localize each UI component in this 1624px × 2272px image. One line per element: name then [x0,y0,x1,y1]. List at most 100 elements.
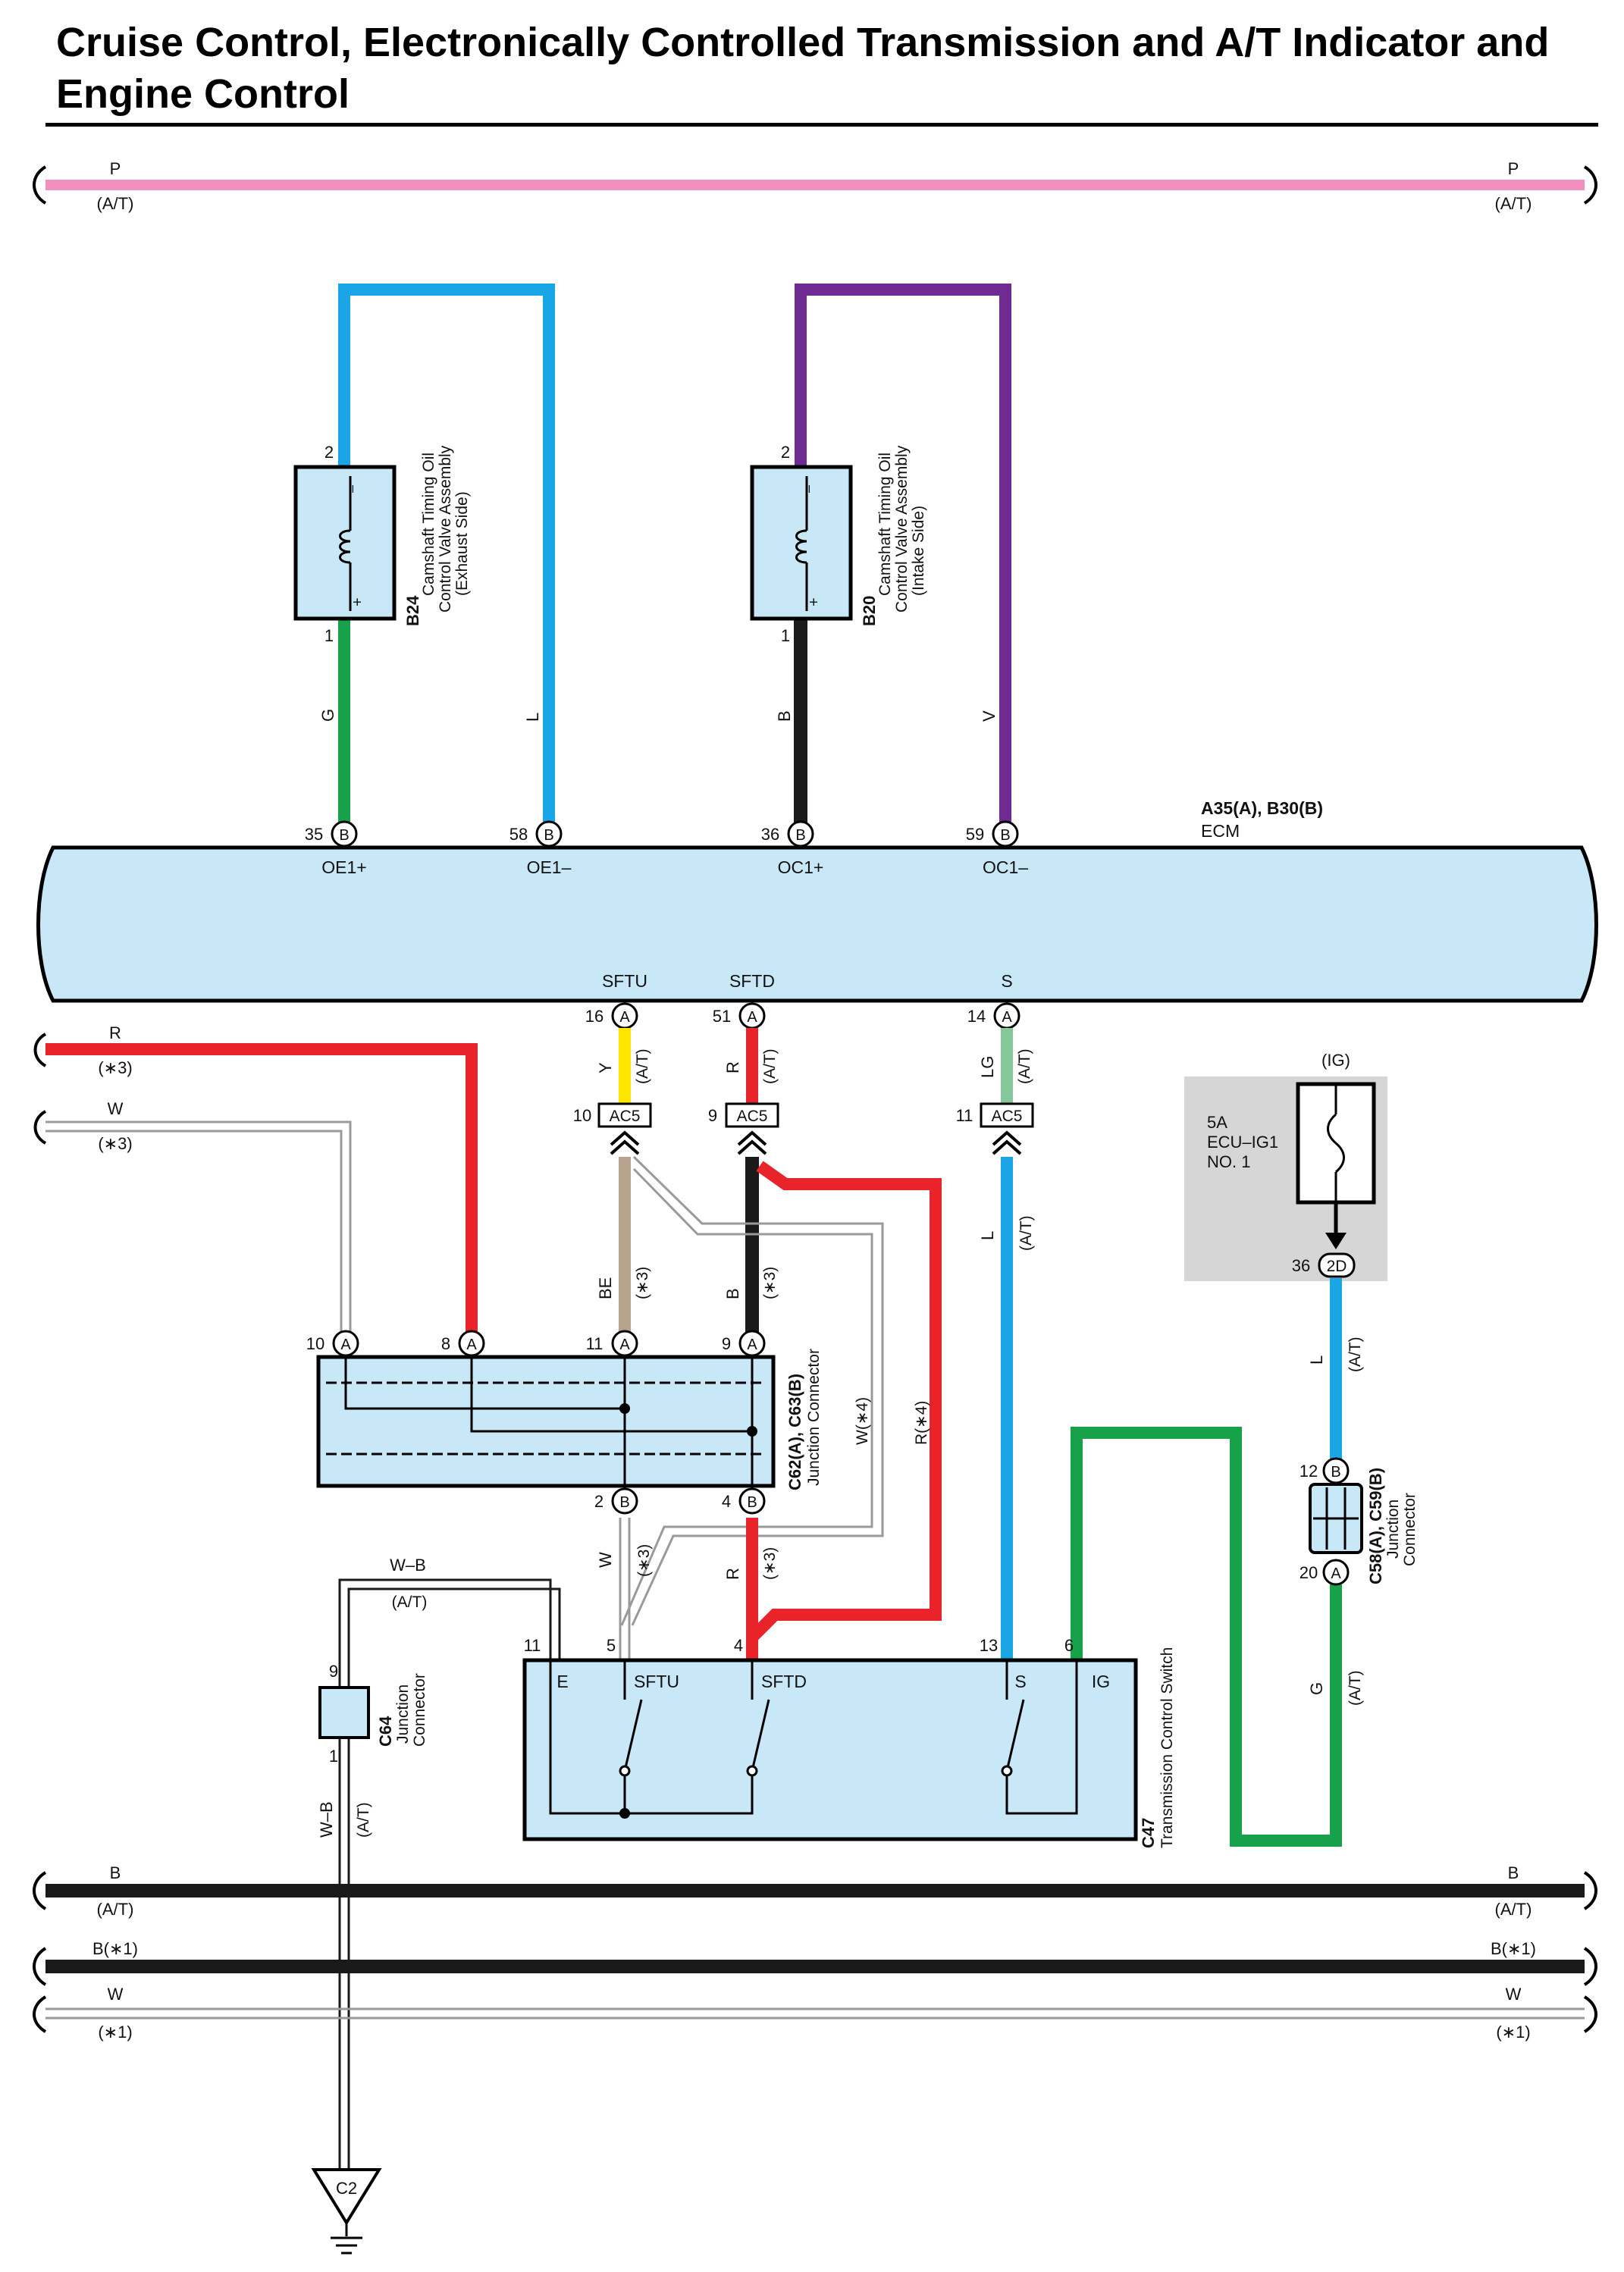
svg-text:(A/T): (A/T) [1347,1337,1364,1372]
svg-text:(∗3): (∗3) [761,1267,779,1299]
b24-wire-l-label: L [523,713,542,722]
svg-text:(A/T): (A/T) [1495,1900,1532,1919]
svg-text:10: 10 [573,1106,591,1125]
b24-plus: + [350,597,366,606]
svg-text:B: B [1508,1863,1519,1882]
svg-text:36: 36 [1292,1256,1310,1275]
svg-text:A: A [1002,1009,1012,1026]
svg-text:11: 11 [524,1636,541,1655]
ecm: A35(A), B30(B) ECM B 35 OE1+ B 58 OE1– B… [36,798,1598,1029]
fuse-icon [1327,1113,1345,1174]
junction-c62-body [316,1355,776,1488]
svg-text:S: S [1001,971,1012,991]
bus-p-right-sub: (A/T) [1495,194,1532,213]
svg-text:OC1–: OC1– [983,857,1028,877]
svg-text:E: E [556,1672,568,1691]
svg-text:35: 35 [305,825,323,844]
svg-text:(A/T): (A/T) [392,1594,428,1611]
b24-pin-top: 2 [324,443,334,462]
svg-text:W: W [596,1552,615,1568]
svg-text:(A/T): (A/T) [761,1048,779,1084]
svg-text:36: 36 [761,825,779,844]
junction-c62-name: Junction Connector [805,1349,823,1486]
svg-text:BE: BE [596,1277,615,1299]
svg-text:LG: LG [978,1056,997,1078]
svg-text:SFTD: SFTD [729,971,775,991]
b24-wire-l [338,284,555,828]
svg-text:2: 2 [594,1492,604,1511]
svg-text:Connector: Connector [411,1673,428,1747]
svg-text:59: 59 [966,825,984,844]
b20-name-3: (Intake Side) [910,506,927,596]
ecm-code: A35(A), B30(B) [1201,798,1323,818]
b24-wire-g-label: G [318,709,337,722]
junction-c62-pin-10: A 10 [306,1330,359,1357]
svg-text:(A/T): (A/T) [1347,1670,1364,1706]
ac5-11: AC5 11 [956,1102,1034,1155]
c47-switch: 11 5 4 13 6 E SFTU SFTD S IG C47 Transmi… [522,1636,1176,1848]
b24-code: B24 [403,595,422,626]
svg-text:L: L [1307,1355,1326,1365]
svg-text:(A/T): (A/T) [634,1048,651,1084]
svg-text:B: B [110,1863,121,1882]
svg-text:5A: 5A [1207,1113,1227,1132]
svg-text:16: 16 [585,1007,604,1026]
svg-text:A: A [1331,1565,1341,1582]
title-rule [45,123,1598,127]
ecm-bottom-pin-sftd: SFTD A 51 [713,971,775,1029]
b20-minus: – [801,485,816,493]
junction-c62-pin-8: A 8 [441,1330,485,1357]
switch-sftu [623,1699,643,1772]
fuse-wires: L (A/T) G (A/T) [1071,1278,1364,1847]
svg-text:A: A [747,1337,757,1353]
svg-text:4: 4 [734,1636,743,1655]
b24-minus: – [344,485,359,493]
svg-text:11: 11 [586,1334,604,1353]
junction-c62-pin-2: B 2 [594,1487,638,1515]
svg-text:10: 10 [306,1334,324,1353]
svg-text:R: R [109,1023,121,1042]
svg-text:B: B [339,827,349,844]
svg-text:51: 51 [713,1007,731,1026]
svg-text:W–B: W–B [390,1556,426,1575]
svg-text:Junction: Junction [1384,1500,1402,1559]
bus-b: B (A/T) B (A/T) [33,1863,1597,1919]
wire-w4-outer [631,1155,884,1626]
c64-junction: W–B (A/T) 9 1 C64 Junction Connector W–B… [317,1556,561,2170]
svg-text:(∗3): (∗3) [761,1547,779,1580]
svg-text:B: B [619,1494,629,1511]
bus-p-left-sub: (A/T) [97,194,134,213]
svg-text:AC5: AC5 [610,1108,641,1125]
ecm-body [36,845,1598,1003]
wire-wb-top-inner [347,1587,561,1686]
fuse-box: (IG) 5A ECU–IG1 NO. 1 2D 36 [1184,1051,1387,1281]
svg-text:(∗1): (∗1) [1496,2023,1530,2042]
svg-text:B(∗1): B(∗1) [1491,1939,1536,1958]
svg-text:13: 13 [980,1636,998,1655]
page-title: Cruise Control, Electronically Controlle… [56,20,1550,117]
switch-sftd [751,1699,770,1772]
svg-text:11: 11 [956,1106,973,1125]
ecm-top-pin-oe1m: B 58 OE1– [509,820,572,877]
svg-text:Junction: Junction [394,1684,412,1744]
ac5-connectors: AC5 10 AC5 9 AC5 11 [573,1102,1034,1155]
ac5-10: AC5 10 [573,1102,652,1155]
svg-text:W: W [1506,1985,1522,2004]
svg-text:4: 4 [722,1492,731,1511]
b20-pin-top: 2 [781,443,790,462]
svg-text:W: W [108,1985,124,2004]
junction-c62-pin-11: A 11 [586,1330,638,1357]
svg-text:OE1–: OE1– [527,857,572,877]
svg-text:(A/T): (A/T) [1017,1215,1035,1251]
wire-r4 [748,1161,942,1642]
junction-c62-pin-9: A 9 [722,1330,766,1357]
svg-text:AC5: AC5 [992,1108,1023,1125]
svg-text:SFTD: SFTD [761,1672,807,1691]
svg-text:(IG): (IG) [1321,1051,1350,1070]
b24-pin-bottom: 1 [324,626,334,645]
svg-text:12: 12 [1300,1462,1318,1481]
b20-plus: + [806,597,823,606]
b20-pin-bottom: 1 [781,626,790,645]
svg-text:6: 6 [1064,1636,1074,1655]
bus-p-left-label: P [110,159,121,178]
